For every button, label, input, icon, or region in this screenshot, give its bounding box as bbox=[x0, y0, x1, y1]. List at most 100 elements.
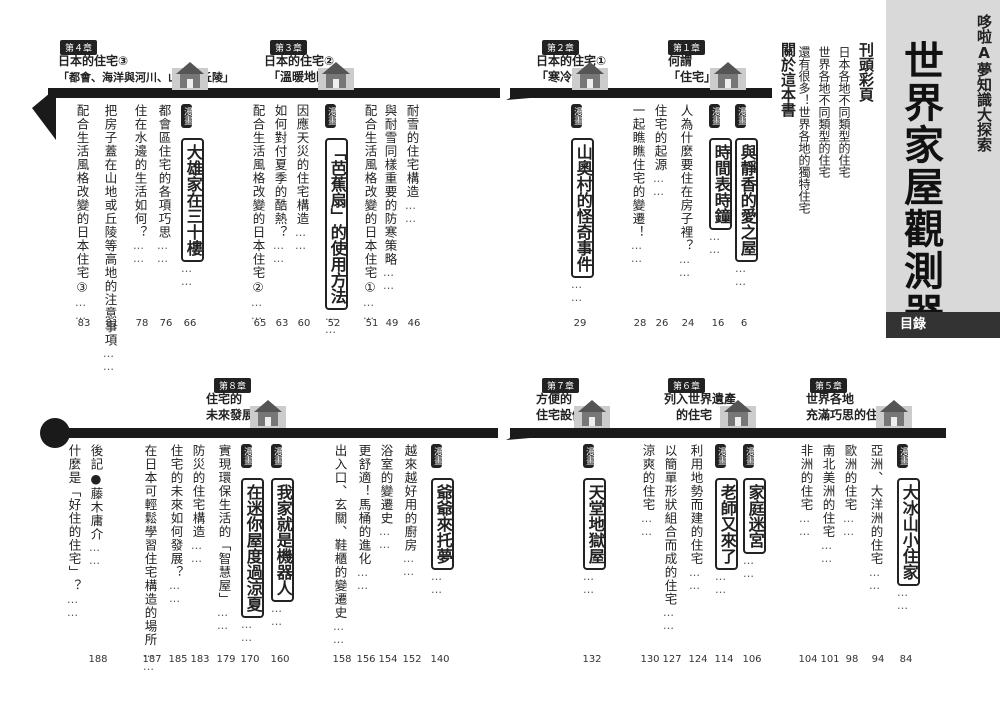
front-line-1: 日本各地不同類型的住宅 bbox=[837, 46, 851, 178]
manga-title: 大冰山小住家 bbox=[897, 478, 920, 586]
ch6-tag: 第６章 bbox=[668, 378, 706, 393]
manga-title: 時間表時鐘 bbox=[709, 138, 732, 230]
ch8-tag: 第８章 bbox=[214, 378, 252, 393]
toc-entry[interactable]: 後記●藤木庸介…… bbox=[88, 444, 107, 567]
house-icon bbox=[318, 62, 354, 90]
toc-entry[interactable]: 南北美洲的住宅…… bbox=[820, 444, 839, 565]
page-number: 46 bbox=[407, 318, 421, 329]
leader-dots: …… bbox=[640, 511, 653, 538]
toc-entry[interactable]: 亞洲、大洋洲的住宅…… bbox=[868, 444, 887, 592]
toc-entry[interactable]: 住宅的起源…… bbox=[652, 104, 671, 198]
leader-dots: …… bbox=[272, 239, 285, 265]
ch5-title-b: 充滿巧思的住宅 bbox=[806, 408, 891, 422]
toc-entry[interactable]: 配合生活風格改變的日本住宅①…… bbox=[362, 104, 381, 322]
leader-dots: …… bbox=[820, 538, 833, 565]
toc-entry[interactable]: 漫畫大雄家在三十樓…… bbox=[180, 104, 204, 288]
toc-entry[interactable]: 漫畫在迷你屋度過涼夏…… bbox=[240, 444, 264, 644]
front-heading: 刊頭彩頁 bbox=[857, 42, 875, 102]
manga-tag: 漫畫 bbox=[181, 104, 192, 128]
toc-entry[interactable]: 漫畫家庭迷宮…… bbox=[742, 444, 766, 580]
ch4-tag: 第４章 bbox=[60, 40, 98, 55]
entry-title: 人為什麼要住在房子裡？ bbox=[678, 104, 694, 253]
leader-dots: …… bbox=[868, 565, 881, 592]
house-icon bbox=[250, 400, 286, 428]
toc-entry[interactable]: 以簡單形狀組合而成的住宅…… bbox=[662, 444, 681, 632]
page-number: 49 bbox=[385, 318, 399, 329]
entry-title: 一起瞧瞧住宅的變遷！ bbox=[630, 104, 646, 239]
page-number: 185 bbox=[168, 654, 188, 665]
entry-title: 利用地勢而建的住宅 bbox=[688, 444, 704, 566]
toc-entry[interactable]: 住宅的未來如何發展？…… bbox=[168, 444, 187, 605]
entry-title: 配合生活風格改變的日本住宅③ bbox=[74, 104, 90, 296]
toc-entry[interactable]: 漫畫爺爺來托夢…… bbox=[430, 444, 454, 596]
toc-entry[interactable]: 住在水邊的生活如何？…… bbox=[132, 104, 151, 265]
toc-entry[interactable]: 耐雪的住宅構造…… bbox=[404, 104, 423, 225]
entry-title: 防災的住宅構造 bbox=[190, 444, 206, 539]
toc-entry[interactable]: 漫畫時間表時鐘…… bbox=[708, 104, 732, 256]
toc-entry[interactable]: 與耐雪同樣重要的防寒策略…… bbox=[382, 104, 401, 292]
toc-entry[interactable]: 防災的住宅構造…… bbox=[190, 444, 209, 565]
entry-title: 後記●藤木庸介 bbox=[88, 444, 104, 541]
toc-entry[interactable]: 配合生活風格改變的日本住宅②…… bbox=[250, 104, 269, 322]
manga-title: 在迷你屋度過涼夏 bbox=[241, 478, 264, 618]
toc-entry[interactable]: 歐洲的住宅…… bbox=[842, 444, 861, 538]
leader-dots: …… bbox=[74, 295, 87, 322]
toc-entry[interactable]: 一起瞧瞧住宅的變遷！…… bbox=[630, 104, 649, 265]
ch6-title-b: 的住宅 bbox=[676, 408, 713, 422]
entry-title: 什麼是「好住的住宅」？ bbox=[66, 444, 82, 593]
leader-dots: …… bbox=[570, 278, 583, 304]
manga-tag: 漫畫 bbox=[715, 444, 726, 468]
toc-entry[interactable]: 漫畫「芭蕉扇」的使用方法…… bbox=[324, 104, 348, 336]
entry-title: 如何對付夏季的酷熱？ bbox=[272, 104, 288, 239]
page-number: 83 bbox=[77, 318, 91, 329]
toc-entry[interactable]: 都會區住宅的各項巧思…… bbox=[156, 104, 175, 265]
leader-dots: …… bbox=[734, 262, 747, 288]
toc-entry[interactable]: 更舒適！馬桶的進化…… bbox=[356, 444, 375, 592]
toc-entry[interactable]: 非洲的住宅…… bbox=[798, 444, 817, 538]
manga-title: 天堂地獄屋 bbox=[583, 478, 606, 570]
page-number: 28 bbox=[633, 318, 647, 329]
entry-title: 耐雪的住宅構造 bbox=[404, 104, 420, 199]
page-number: 106 bbox=[742, 654, 762, 665]
toc-entry[interactable]: 出入口、玄關、鞋櫃的變遷史…… bbox=[332, 444, 351, 646]
toc-entry[interactable]: 漫畫山奧村的怪奇事件…… bbox=[570, 104, 594, 304]
toc-entry[interactable]: 因應天災的住宅構造…… bbox=[294, 104, 313, 252]
toc-entry[interactable]: 漫畫我家就是機器人…… bbox=[270, 444, 294, 628]
toc-entry[interactable]: 越來越好用的廚房…… bbox=[402, 444, 421, 578]
toc-entry[interactable]: 配合生活風格改變的日本住宅③…… bbox=[74, 104, 93, 322]
leader-dots: …… bbox=[294, 225, 307, 252]
toc-entry[interactable]: 什麼是「好住的住宅」？…… bbox=[66, 444, 85, 619]
band-end-dot bbox=[40, 418, 70, 448]
toc-entry[interactable]: 實現環保生活的「智慧屋」…… bbox=[216, 444, 235, 632]
toc-entry[interactable]: 把房子蓋在山地或丘陵等高地的注意事項…… bbox=[102, 104, 121, 373]
toc-entry[interactable]: 涼爽的住宅…… bbox=[640, 444, 659, 538]
manga-title: 「芭蕉扇」的使用方法 bbox=[325, 138, 348, 310]
toc-entry[interactable]: 漫畫天堂地獄屋…… bbox=[582, 444, 606, 596]
page-number: 81 bbox=[105, 318, 119, 329]
manga-tag: 漫畫 bbox=[743, 444, 754, 468]
series-title: 哆啦A夢知識大探索 bbox=[975, 14, 993, 152]
page-number: 94 bbox=[871, 654, 885, 665]
page-number: 179 bbox=[216, 654, 236, 665]
toc-entry[interactable]: 漫畫與靜香的愛之屋…… bbox=[734, 104, 758, 288]
page-number: 130 bbox=[640, 654, 660, 665]
page-number: 154 bbox=[378, 654, 398, 665]
toc-entry[interactable]: 在日本可輕鬆學習住宅構造的場所…… bbox=[142, 444, 161, 673]
toc-entry[interactable]: 人為什麼要住在房子裡？…… bbox=[678, 104, 697, 279]
leader-dots: …… bbox=[102, 347, 115, 373]
toc-entry[interactable]: 漫畫大冰山小住家…… bbox=[896, 444, 920, 612]
page-number: 101 bbox=[820, 654, 840, 665]
top-band-left bbox=[48, 88, 500, 98]
toc-entry[interactable]: 浴室的變遷史…… bbox=[378, 444, 397, 551]
toc-entry[interactable]: 如何對付夏季的酷熱？…… bbox=[272, 104, 291, 265]
leader-dots: …… bbox=[842, 511, 855, 538]
toc-entry[interactable]: 漫畫老師又來了…… bbox=[714, 444, 738, 596]
page-number: 132 bbox=[582, 654, 602, 665]
house-icon bbox=[710, 62, 746, 90]
toc-entry[interactable]: 利用地勢而建的住宅…… bbox=[688, 444, 707, 592]
page-number: 183 bbox=[190, 654, 210, 665]
house-icon bbox=[720, 400, 756, 428]
band-arrow-mid bbox=[506, 88, 530, 100]
leader-dots: …… bbox=[142, 646, 155, 673]
